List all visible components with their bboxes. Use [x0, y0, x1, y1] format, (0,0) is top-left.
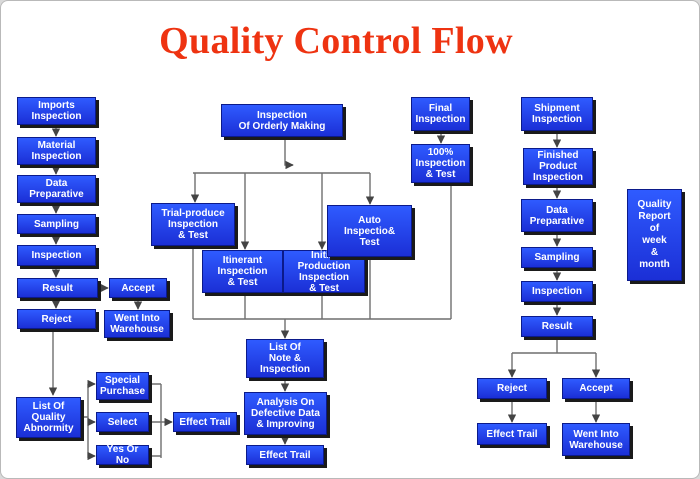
edge-options-merge: [149, 383, 162, 458]
yes-or-no-box: Yes Or No: [96, 444, 149, 466]
edge-orderly-down: [284, 137, 294, 170]
result-right-box: Result: [521, 316, 593, 337]
effect-trail-right-box: Effect Trail: [477, 423, 547, 445]
result-left-box: Result: [17, 278, 98, 298]
quality-report-box: Quality Report of week & month: [627, 189, 682, 281]
inspection-right-box: Inspection: [521, 281, 593, 302]
accept-left-box: Accept: [109, 278, 167, 298]
trial-produce-inspection-box: Trial-produce Inspection & Test: [151, 203, 235, 246]
reject-right-box: Reject: [477, 378, 547, 399]
inspection-of-orderly-making-box: Inspection Of Orderly Making: [221, 104, 343, 137]
auto-inspection-box: Auto Inspectio& Test: [327, 205, 412, 257]
sampling-right-box: Sampling: [521, 247, 593, 268]
data-preparative-left-box: Data Preparative: [17, 175, 96, 203]
diagram-title: Quality Control Flow: [159, 20, 513, 62]
effect-trail-left-box: Effect Trail: [173, 412, 237, 432]
select-box: Select: [96, 412, 149, 432]
edge-list-branch: [81, 384, 89, 458]
accept-right-box: Accept: [562, 378, 630, 399]
final-inspection-box: Final Inspection: [411, 97, 470, 131]
analysis-on-defective-data-box: Analysis On Defective Data & Improving: [244, 392, 327, 435]
itinerant-inspection-box: Itinerant Inspection & Test: [202, 250, 283, 293]
list-of-quality-abnormity-box: List Of Quality Abnormity: [16, 397, 81, 438]
material-inspection-box: Material Inspection: [17, 137, 96, 165]
effect-trail-middle-box: Effect Trail: [246, 445, 324, 465]
initial-production-inspection-box: Initial Production Inspection & Test: [283, 250, 365, 294]
finished-product-inspection-box: Finished Product Inspection: [523, 148, 593, 185]
hundred-percent-inspection-box: 100% Inspection & Test: [411, 144, 470, 183]
reject-left-box: Reject: [17, 309, 96, 329]
special-purchase-box: Special Purchase: [96, 372, 149, 400]
went-into-warehouse-left-box: Went Into Warehouse: [104, 310, 170, 338]
edge-result-split: [512, 337, 596, 354]
imports-inspection-box: Imports Inspection: [17, 97, 96, 125]
went-into-warehouse-right-box: Went Into Warehouse: [562, 423, 630, 456]
inspection-left-box: Inspection: [17, 245, 96, 266]
shipment-inspection-box: Shipment Inspection: [521, 97, 593, 131]
data-preparative-right-box: Data Preparative: [521, 199, 593, 232]
sampling-left-box: Sampling: [17, 214, 96, 234]
list-of-note-box: List Of Note & Inspection: [246, 339, 324, 378]
